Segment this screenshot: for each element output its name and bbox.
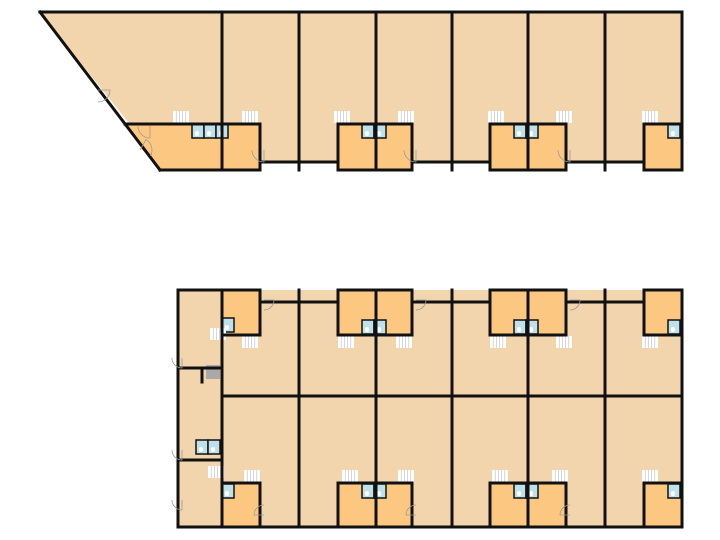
toilet-icon [365, 491, 369, 496]
door-swing [171, 357, 183, 369]
door-swing [139, 139, 153, 157]
stairs [242, 336, 258, 348]
toilet-icon [365, 131, 369, 136]
toilet-icon [199, 447, 203, 452]
bathroom [196, 440, 208, 454]
stairs [398, 470, 414, 482]
stairs [173, 111, 189, 123]
stairs [244, 470, 260, 482]
bathroom [192, 124, 204, 138]
stairs [556, 336, 572, 348]
stairs [556, 111, 572, 123]
stairs [642, 111, 658, 123]
toilet-icon [211, 447, 215, 452]
toilet-icon [529, 131, 533, 136]
door-swing [263, 299, 275, 311]
stairs [552, 470, 568, 482]
bathroom [204, 124, 216, 138]
bathroom [362, 320, 374, 334]
toilet-icon [517, 491, 521, 496]
door-swing [557, 149, 571, 163]
stairs [488, 111, 504, 123]
stairs [642, 470, 658, 482]
stairs [338, 336, 354, 348]
door-swing [253, 504, 265, 516]
bathroom [668, 484, 680, 498]
bathroom [514, 320, 526, 334]
bathroom [362, 484, 374, 498]
toilet-icon [529, 491, 533, 496]
stairs [242, 111, 258, 123]
toilet-icon [671, 491, 675, 496]
bathroom [362, 124, 374, 138]
stairs [642, 336, 658, 348]
toilet-icon [671, 327, 675, 332]
door-swing [251, 149, 265, 163]
bathroom-wall [207, 439, 221, 455]
toilet-icon [377, 327, 381, 332]
stairs [396, 336, 412, 348]
stairs [398, 111, 414, 123]
toilet-icon [207, 131, 211, 136]
door-swing [403, 149, 417, 163]
bathroom [514, 124, 526, 138]
toilet-icon [517, 327, 521, 332]
toilet-icon [377, 491, 381, 496]
stairs [208, 466, 224, 478]
toilet-icon [529, 327, 533, 332]
bathroom [222, 484, 234, 498]
door-swing [569, 299, 581, 311]
toilet-icon [365, 327, 369, 332]
door-swing [137, 125, 151, 139]
stairs [492, 470, 508, 482]
toilet-icon [517, 131, 521, 136]
wall [37, 9, 163, 173]
bathroom [668, 124, 680, 138]
toilet-icon [195, 131, 199, 136]
toilet-icon [377, 131, 381, 136]
toilet-icon [671, 131, 675, 136]
door-swing [415, 299, 427, 311]
bathroom [208, 440, 220, 454]
bathroom [668, 320, 680, 334]
door-swing [171, 449, 183, 461]
door-swing [171, 499, 183, 511]
stairs [490, 336, 506, 348]
stairs [334, 111, 350, 123]
warehouse-bottom-building [178, 290, 682, 527]
toilet-icon [225, 491, 229, 496]
door-swing [97, 89, 111, 103]
bathroom [514, 484, 526, 498]
door-swing [559, 504, 571, 516]
door-swing [405, 504, 417, 516]
stairs [342, 470, 358, 482]
